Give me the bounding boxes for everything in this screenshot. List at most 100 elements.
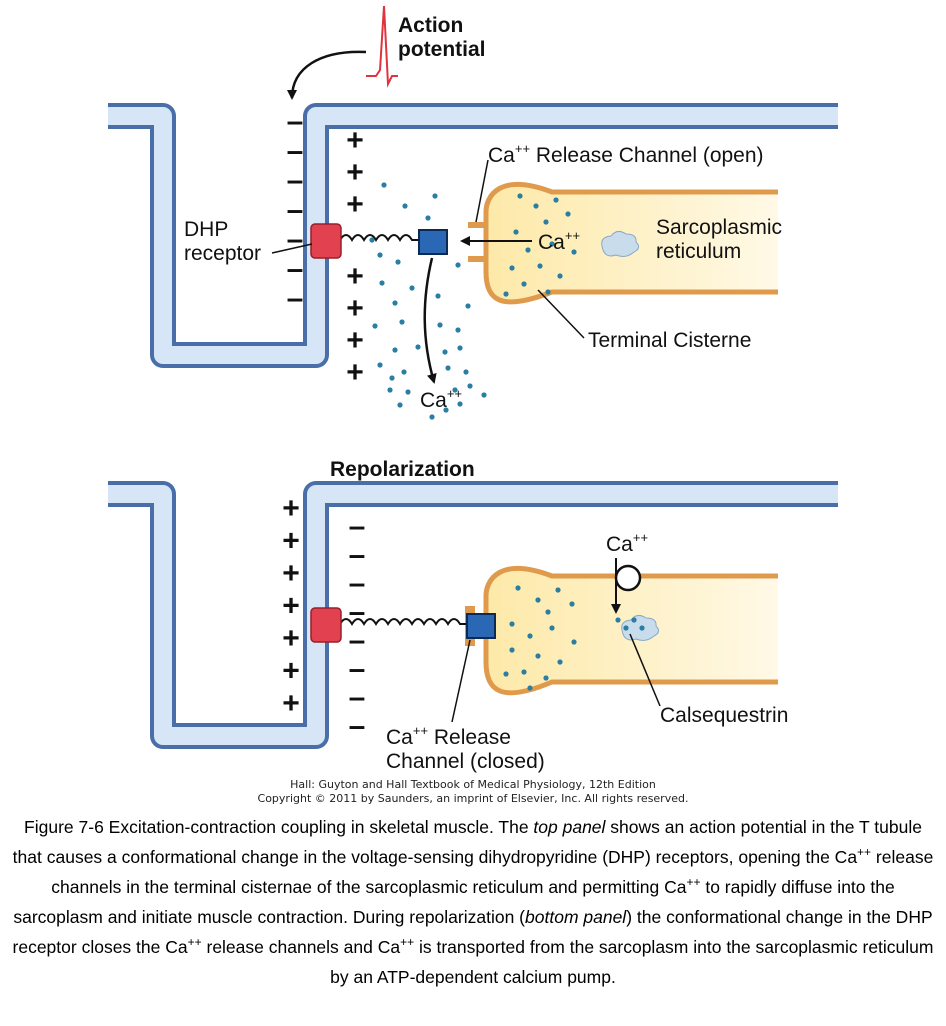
copyright-credit: Hall: Guyton and Hall Textbook of Medica…: [0, 778, 946, 806]
calcium-ion: [465, 303, 471, 309]
credit-line-2: Copyright © 2011 by Saunders, an imprint…: [257, 792, 689, 805]
calcium-ions-top: [369, 182, 577, 420]
membrane-sign: +: [282, 492, 300, 525]
calcium-ion: [443, 407, 449, 413]
calcium-ion: [463, 369, 469, 375]
calcium-ion: [455, 327, 461, 333]
calcium-ion: [409, 285, 415, 291]
t-tubule-top: [108, 103, 838, 368]
calcium-ions-bottom: [503, 585, 645, 691]
membrane-sign: –: [349, 510, 366, 543]
calcium-ion: [445, 365, 451, 371]
calcium-ion: [503, 291, 509, 297]
calcium-ion: [565, 211, 571, 217]
membrane-sign: –: [349, 653, 366, 686]
caption-bottom-panel: bottom panel: [525, 907, 627, 927]
calcium-ion: [545, 289, 551, 295]
figure-caption: Figure 7-6 Excitation-contraction coupli…: [12, 817, 934, 987]
calcium-cloud-top: [601, 230, 640, 257]
calcium-ion: [509, 265, 515, 271]
membrane-sign: +: [282, 655, 300, 688]
calcium-ion: [392, 300, 398, 306]
calcium-ion: [442, 349, 448, 355]
calcium-ion: [425, 215, 431, 221]
release-channel-leader-line: [475, 159, 489, 223]
excitation-contraction-diagram: Action potential ––––––– +++++++ DHP r: [108, 5, 838, 773]
calcium-ion: [623, 625, 629, 631]
calcium-ion: [571, 249, 577, 255]
top-panel: Action potential ––––––– +++++++ DHP r: [108, 5, 838, 420]
membrane-sign: +: [282, 687, 300, 720]
calcium-ion: [392, 347, 398, 353]
calcium-ion: [549, 241, 555, 247]
calcium-ion: [553, 197, 559, 203]
sarcoplasmic-reticulum-label: Sarcoplasmic reticulum: [656, 216, 788, 263]
membrane-sign: –: [287, 105, 304, 138]
dhp-coil-bottom: [339, 618, 468, 626]
calcium-ion: [535, 653, 541, 659]
membrane-sign: –: [349, 567, 366, 600]
release-channel-blocker-top: [418, 229, 448, 255]
closed-channel-leader-line: [451, 639, 471, 723]
calcium-ion: [517, 193, 523, 199]
calcium-ion: [515, 585, 521, 591]
membrane-sign: +: [346, 292, 364, 325]
calcium-ion: [557, 273, 563, 279]
calcium-ion: [395, 259, 401, 265]
calcium-ion: [401, 369, 407, 375]
calcium-ion: [381, 182, 387, 188]
calcium-ion: [372, 323, 378, 329]
dhp-coil-top: [339, 234, 420, 242]
membrane-sign: +: [346, 260, 364, 293]
membrane-signs-outside-bottom: +++++++: [282, 492, 300, 720]
membrane-signs-inside-bottom: ––––––––: [349, 510, 366, 743]
calcium-ion: [549, 625, 555, 631]
action-potential-label: Action potential: [398, 14, 486, 61]
calcium-ion: [555, 587, 561, 593]
calcium-ion: [457, 401, 463, 407]
t-tubule-bottom: [108, 481, 838, 749]
membrane-sign: –: [349, 710, 366, 743]
membrane-sign: +: [282, 622, 300, 655]
credit-line-1: Hall: Guyton and Hall Textbook of Medica…: [290, 778, 656, 791]
calcium-ion: [377, 252, 383, 258]
membrane-sign: –: [287, 282, 304, 315]
membrane-signs-outside-top: –––––––: [287, 105, 304, 315]
terminal-cisterne-label: Terminal Cisterne: [588, 329, 751, 352]
membrane-sign: –: [287, 223, 304, 256]
calcium-ion: [639, 625, 645, 631]
calcium-ion: [452, 387, 458, 393]
dhp-leader-line: [271, 243, 313, 254]
calcium-ion: [513, 229, 519, 235]
calcium-ion: [503, 671, 509, 677]
repolarization-title: Repolarization: [330, 458, 475, 481]
calcium-ion: [533, 203, 539, 209]
calcium-ion: [399, 319, 405, 325]
calcium-ion: [437, 322, 443, 328]
ca-release-channel-open: [468, 222, 488, 262]
calcium-ion: [397, 402, 403, 408]
caption-top-panel: top panel: [533, 817, 606, 837]
calcium-ion: [389, 375, 395, 381]
calcium-ion: [543, 675, 549, 681]
membrane-sign: –: [349, 624, 366, 657]
calcium-ion: [509, 647, 515, 653]
calcium-ion: [571, 639, 577, 645]
calcium-ion: [537, 263, 543, 269]
calcium-ion: [521, 281, 527, 287]
release-channel-closed-label: Ca++ Release Channel (closed): [386, 723, 545, 773]
membrane-sign: –: [287, 135, 304, 168]
calcium-ion: [467, 383, 473, 389]
calcium-ion: [369, 237, 375, 243]
calcium-ion: [455, 262, 461, 268]
calcium-pump: [614, 564, 642, 592]
membrane-sign: +: [346, 324, 364, 357]
calcium-ion: [387, 387, 393, 393]
membrane-sign: +: [282, 590, 300, 623]
terminal-cisterne-leader-line: [537, 289, 585, 339]
membrane-sign: +: [282, 557, 300, 590]
calcium-ion: [527, 633, 533, 639]
calcium-ion: [509, 621, 515, 627]
calcium-ion: [557, 659, 563, 665]
membrane-signs-inside-top: +++++++: [346, 124, 364, 389]
